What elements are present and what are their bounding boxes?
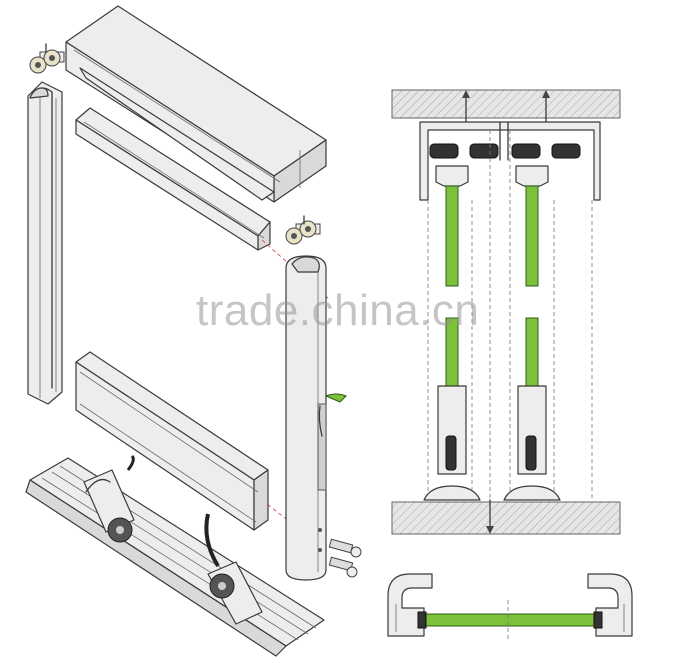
- top-track-section: [419, 121, 601, 201]
- top-roller-right: [285, 215, 321, 245]
- top-track: [65, 5, 327, 203]
- top-roller: [29, 43, 65, 74]
- plan-view: [387, 573, 633, 640]
- top-carrier: [435, 165, 549, 187]
- top-horizontal-profile: [75, 107, 271, 251]
- plan-glass-panel: [423, 613, 599, 627]
- bottom-roller-assembly: [83, 454, 263, 625]
- ceiling-screws: [462, 90, 550, 125]
- vertical-handle-profile: [27, 81, 63, 405]
- section-guides: [427, 130, 593, 500]
- vertical-round-profile: [285, 255, 347, 581]
- ceiling: [391, 89, 621, 119]
- floor: [391, 501, 621, 535]
- bottom-carrier: [437, 385, 547, 475]
- bottom-horizontal-profile: [75, 351, 269, 531]
- fixing-screws: [328, 538, 362, 578]
- top-roller-section: [429, 143, 581, 159]
- watermark: trade.china.cn: [196, 286, 480, 335]
- section-view: [391, 89, 621, 535]
- bottom-track: [25, 457, 325, 657]
- bottom-track-section: [423, 485, 561, 534]
- exploded-view: [25, 5, 362, 657]
- glass-panel: [445, 185, 539, 387]
